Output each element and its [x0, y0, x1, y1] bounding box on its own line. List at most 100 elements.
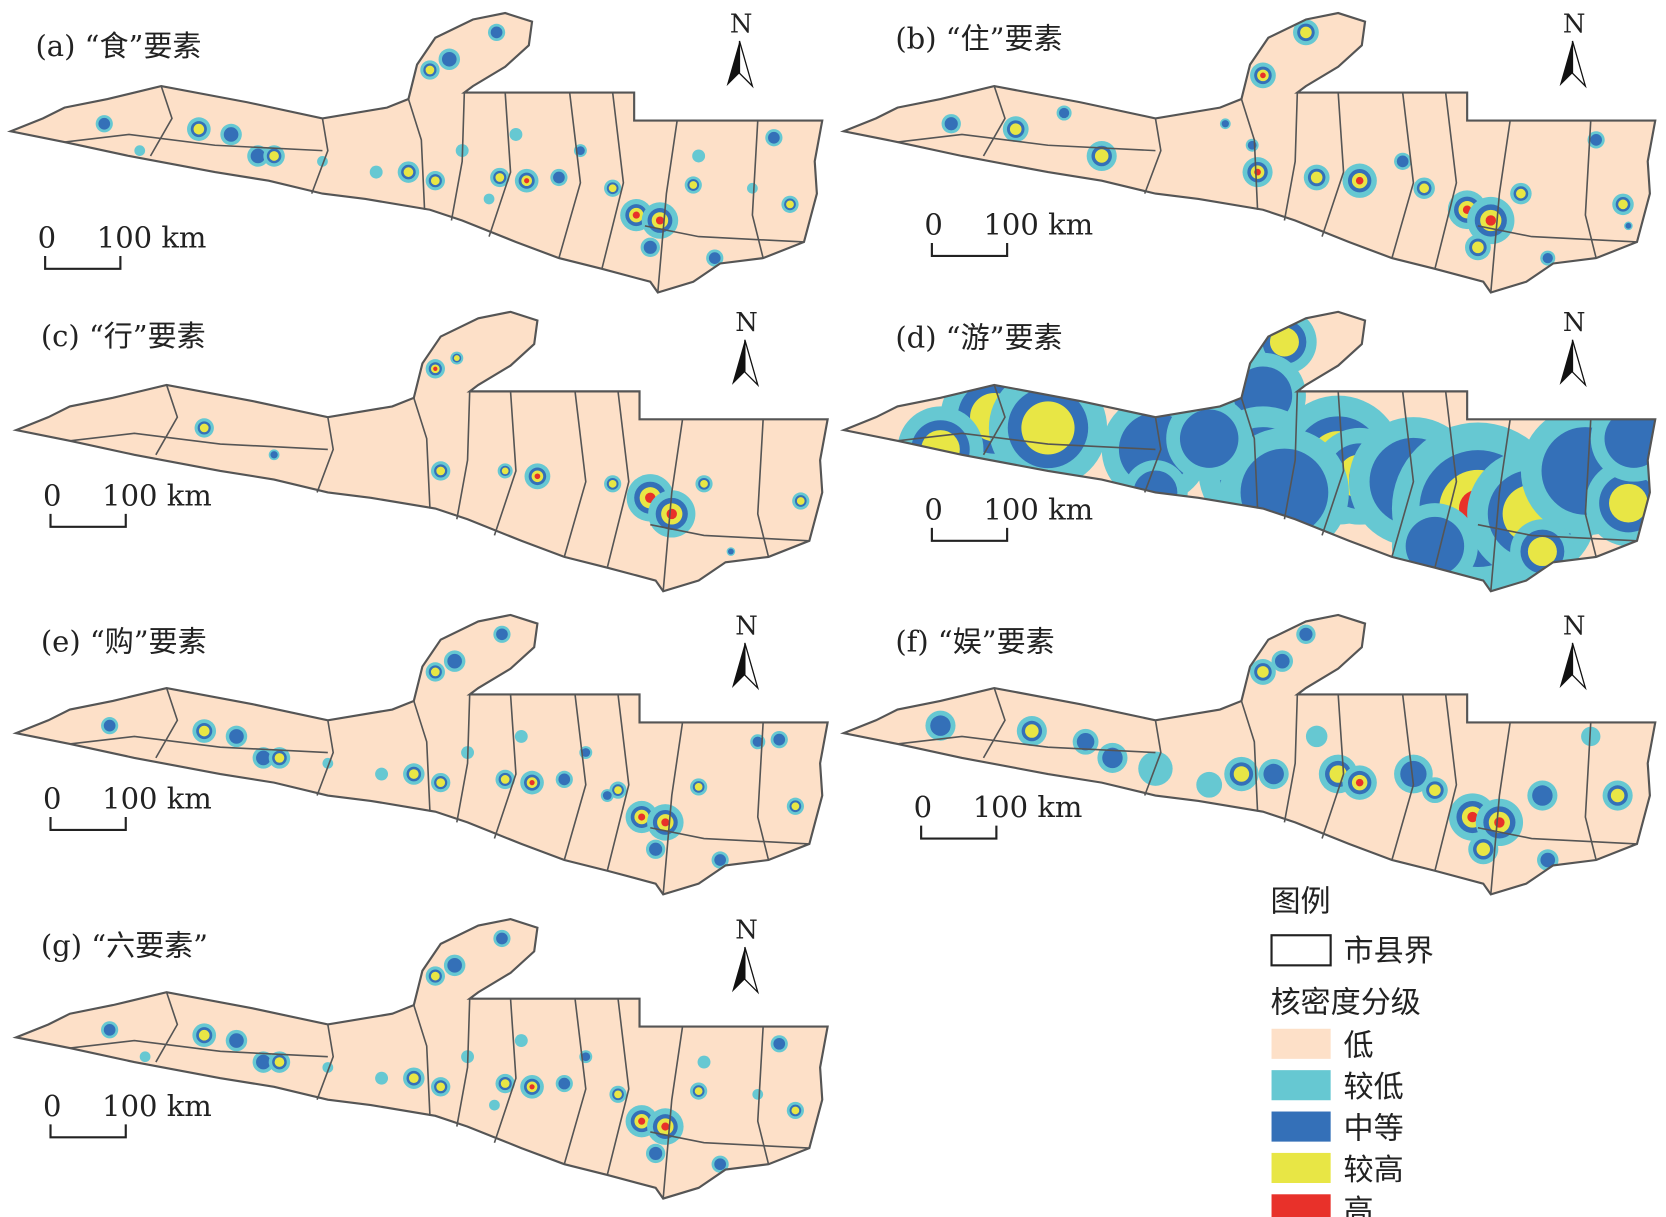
hotspot-level-3	[791, 1106, 800, 1115]
hotspot-level-4	[1467, 811, 1478, 823]
county-boundary	[1489, 419, 1511, 592]
scale-line	[930, 243, 1009, 258]
density-hotspots	[101, 625, 804, 869]
hotspot-level-3	[436, 778, 446, 787]
hotspot-level-2	[256, 750, 271, 766]
county-boundary	[155, 384, 179, 456]
hotspot-level-2	[1102, 747, 1123, 769]
county-boundary	[897, 432, 1156, 451]
hotspot-level-3	[614, 1090, 622, 1099]
north-arrow-icon	[731, 339, 745, 385]
hotspot-level-2	[773, 733, 786, 746]
county-boundary	[662, 419, 684, 592]
hotspot-level-2	[602, 791, 612, 800]
hotspot-level-3	[1094, 149, 1109, 163]
hotspot-level-1	[509, 128, 523, 141]
panel-title: (g) “六要素”	[41, 929, 208, 963]
hotspot-level-4	[524, 178, 530, 184]
county-boundary	[456, 998, 471, 1127]
hotspot-level-2	[553, 171, 565, 184]
north-arrow: N	[731, 308, 760, 388]
hotspot-level-2	[490, 26, 503, 39]
scale-distance: 100 km	[973, 790, 1083, 824]
county-boundary	[69, 1039, 328, 1058]
hotspot-level-3	[1429, 784, 1441, 796]
hotspot-level-2	[1400, 760, 1427, 788]
hotspot-level-2	[1532, 785, 1553, 806]
hotspot-level-2	[714, 854, 726, 866]
north-arrow-icon	[731, 642, 745, 689]
hotspot-level-3	[430, 971, 440, 981]
legend-class-label: 低	[1344, 1029, 1374, 1064]
county-boundary	[751, 120, 764, 259]
legend-swatch-3	[1271, 1152, 1331, 1184]
county-boundary	[1477, 523, 1638, 542]
hotspot-level-3	[614, 786, 622, 795]
county-boundary	[1143, 417, 1162, 493]
hotspot-level-3	[500, 1079, 510, 1088]
county-boundary	[69, 432, 328, 451]
hotspot-level-3	[1419, 183, 1429, 194]
scale-line	[44, 255, 122, 270]
hotspot-level-3	[403, 167, 414, 177]
county-boundary	[650, 826, 810, 845]
hotspot-level-3	[430, 176, 440, 186]
county-boundary	[493, 391, 517, 536]
scale-distance: 100 km	[102, 1089, 212, 1123]
county-boundary	[1321, 694, 1345, 839]
county-boundary	[650, 523, 810, 542]
hotspot-level-2	[447, 653, 462, 669]
hotspot-level-3	[269, 151, 279, 161]
hotspot-level-2	[1240, 448, 1329, 537]
scale-distance: 100 km	[983, 207, 1093, 241]
scale-zero: 0	[38, 220, 56, 254]
panel-title: (e) “购”要素	[41, 624, 207, 658]
county-boundary	[650, 1131, 810, 1149]
hotspot-level-1	[369, 165, 383, 179]
county-boundary	[1477, 826, 1638, 845]
hotspot-level-3	[193, 123, 205, 135]
hotspot-level-4	[638, 1117, 646, 1125]
hotspot-level-2	[270, 451, 278, 459]
scale-zero: 0	[924, 492, 942, 526]
hotspot-level-4	[529, 780, 535, 786]
scale-zero: 0	[43, 478, 61, 512]
north-arrow-icon	[1559, 40, 1573, 87]
county-boundary	[64, 133, 323, 152]
map-panel-e: (e) “购”要素 N 0 100 km	[15, 611, 829, 896]
scale-zero: 0	[43, 781, 61, 815]
hotspot-level-2	[1590, 134, 1602, 146]
hotspot-level-1	[375, 1071, 389, 1085]
hotspot-level-2	[1221, 120, 1229, 128]
hotspot-level-1	[139, 1051, 151, 1063]
scale-distance: 100 km	[102, 781, 212, 815]
hotspot-level-3	[500, 775, 510, 784]
hotspot-level-3	[1609, 483, 1648, 523]
county-boundary	[413, 700, 431, 812]
north-arrow: N	[731, 611, 760, 691]
county-boundary	[756, 419, 770, 558]
north-label: N	[735, 611, 758, 641]
hotspot-level-3	[694, 783, 703, 791]
density-hotspots	[95, 23, 799, 267]
county-boundary	[1434, 92, 1458, 270]
county-boundary	[606, 391, 630, 568]
hotspot-level-1	[483, 193, 495, 205]
hotspot-level-2	[229, 1033, 244, 1048]
hotspot-level-4	[1260, 72, 1266, 79]
county-boundary	[493, 998, 517, 1143]
hotspot-level-4	[655, 216, 664, 225]
legend-swatch-4	[1271, 1194, 1331, 1217]
hotspot-level-3	[608, 479, 617, 488]
legend-swatch-0	[1271, 1028, 1331, 1059]
hotspot-level-2	[256, 1054, 271, 1070]
hotspot-level-3	[436, 1082, 446, 1092]
hotspot-level-3	[1021, 401, 1075, 455]
county-boundary	[1489, 120, 1511, 293]
county-boundary	[149, 85, 173, 157]
county-boundary	[1283, 92, 1299, 221]
